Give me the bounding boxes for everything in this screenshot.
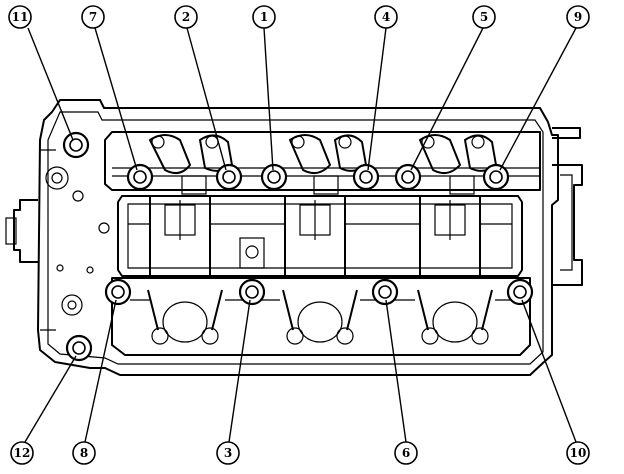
callout-12: 12 <box>10 441 34 465</box>
camshaft-gallery <box>117 195 523 277</box>
bolt-6 <box>371 278 399 306</box>
cylinder-head-outline <box>5 99 583 376</box>
leader-lines <box>24 27 577 443</box>
bolt-3 <box>238 278 266 306</box>
callout-3: 3 <box>216 441 240 465</box>
callout-1: 1 <box>252 5 276 29</box>
callout-3-label: 3 <box>224 446 232 460</box>
callout-2: 2 <box>174 5 198 29</box>
callout-1-label: 1 <box>260 10 268 24</box>
callout-7: 7 <box>81 5 105 29</box>
bolt-12 <box>65 334 93 362</box>
bolt-2 <box>215 163 243 191</box>
bolt-4 <box>352 163 380 191</box>
lower-valve-section <box>111 277 531 356</box>
callout-6: 6 <box>394 441 418 465</box>
callout-11-label: 11 <box>12 10 29 24</box>
callout-5: 5 <box>472 5 496 29</box>
callout-2-label: 2 <box>182 10 190 24</box>
callout-9: 9 <box>566 5 590 29</box>
upper-rocker-section <box>104 131 541 195</box>
bolt-1 <box>260 163 288 191</box>
callout-10: 10 <box>566 441 590 465</box>
bolt-8 <box>104 278 132 306</box>
bolt-10 <box>506 278 534 306</box>
callout-12-label: 12 <box>14 446 31 460</box>
callout-6-label: 6 <box>402 446 410 460</box>
callout-8-label: 8 <box>80 446 88 460</box>
callout-5-label: 5 <box>480 10 488 24</box>
bolt-11 <box>62 131 90 159</box>
bolt-5 <box>394 163 422 191</box>
callout-4: 4 <box>374 5 398 29</box>
callout-7-label: 7 <box>89 10 97 24</box>
callout-9-label: 9 <box>574 10 582 24</box>
callout-11: 11 <box>8 5 32 29</box>
bolt-9 <box>482 163 510 191</box>
head-bolts <box>62 131 534 362</box>
callout-4-label: 4 <box>382 10 390 24</box>
bolt-7 <box>126 163 154 191</box>
callout-8: 8 <box>72 441 96 465</box>
left-end-details <box>45 166 110 316</box>
callout-10-label: 10 <box>570 446 587 460</box>
